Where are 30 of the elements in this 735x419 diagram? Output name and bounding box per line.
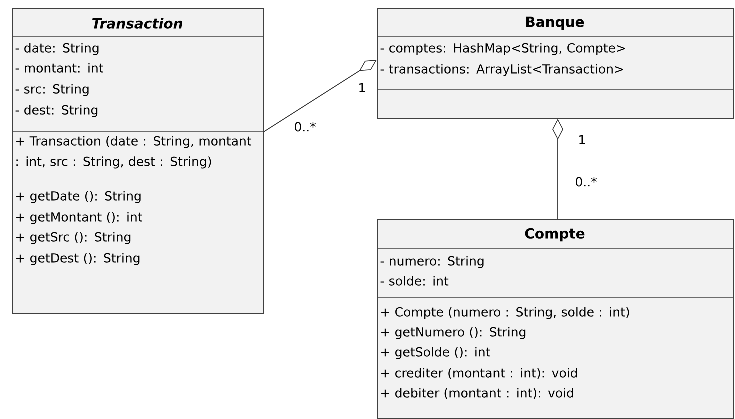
method-text: + Transaction (date : String, montant : int, src : String, dest : String) [16, 136, 252, 169]
class-box [376, 219, 734, 419]
method-text: + getSrc (): String [16, 232, 131, 244]
method-text: + crediter (montant : int): void [382, 368, 578, 380]
class-name: Transaction [92, 18, 182, 29]
aggregation-line [264, 60, 377, 132]
aggregation-line [552, 119, 564, 220]
method-text: + getMontant (): int [16, 212, 142, 224]
multiplicity-label: 0..* [295, 122, 316, 132]
method-text: + getDate (): String [16, 191, 141, 204]
class-box [376, 8, 734, 119]
attribute-text: - src: String [16, 84, 89, 96]
attribute-text: - solde: int [380, 276, 449, 286]
class-name: Compte [525, 228, 585, 242]
multiplicity-label: 1 [360, 83, 366, 93]
method-text: + getSolde (): int [382, 347, 490, 360]
attribute-text: - dest: String [16, 105, 98, 118]
class-box [12, 8, 264, 314]
multiplicity-label: 0..* [576, 177, 597, 187]
attribute-text: - comptes: HashMap<String, Compte> [380, 43, 626, 56]
method-text: + getNumero (): String [382, 327, 526, 340]
class-name: Banque [526, 16, 584, 30]
method-text: + getDest (): String [16, 253, 140, 266]
method-text: + Compte (numero : String, solde : int) [382, 307, 630, 320]
method-text: + debiter (montant : int): void [382, 388, 574, 400]
multiplicity-label: 1 [580, 135, 585, 145]
attribute-text: - numero: String [380, 256, 484, 268]
attribute-text: - montant: int [16, 63, 104, 73]
attribute-text: - transactions: ArrayList<Transaction> [380, 64, 624, 76]
attribute-text: - date: String [16, 43, 99, 56]
